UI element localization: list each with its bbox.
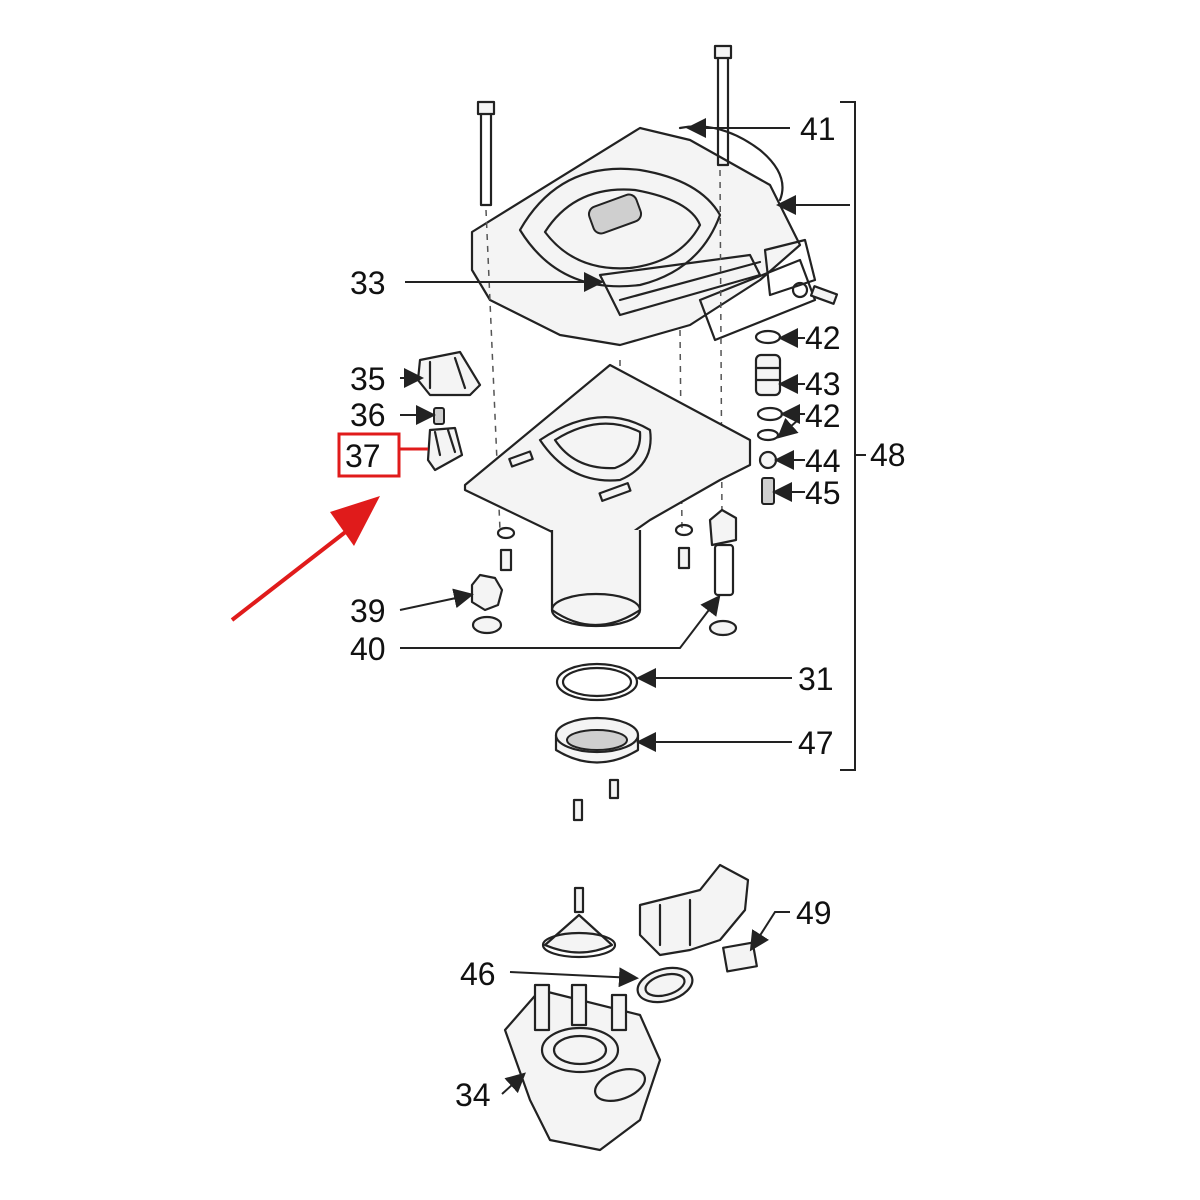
part-42-oring-bottom xyxy=(756,406,784,442)
part-47-filter xyxy=(554,716,640,764)
lower-bracket xyxy=(638,863,750,957)
long-bolt-left xyxy=(476,100,496,207)
red-arrow-head xyxy=(330,496,380,546)
part-43-valve xyxy=(754,353,782,397)
callout-47: 47 xyxy=(798,725,834,761)
callout-31: 31 xyxy=(798,661,834,697)
callout-35: 35 xyxy=(350,361,386,397)
highlight-box xyxy=(337,432,401,478)
callout-48: 48 xyxy=(870,437,906,473)
part-40-shaft xyxy=(708,508,738,637)
filter-screws xyxy=(572,778,620,822)
callout-46: 46 xyxy=(460,956,496,992)
callout-39: 39 xyxy=(350,593,386,629)
callout-34: 34 xyxy=(455,1077,491,1113)
callout-43: 43 xyxy=(805,366,841,402)
part-46-distributor xyxy=(541,913,617,959)
lower-screw xyxy=(573,886,585,914)
part-31-gasket xyxy=(555,662,639,702)
part-46-seal xyxy=(636,966,694,1004)
red-arrow xyxy=(230,528,350,622)
part-37-clip xyxy=(426,426,464,472)
callout-42-top: 42 xyxy=(805,320,841,356)
highlight-37 xyxy=(230,432,428,622)
callout-36: 36 xyxy=(350,397,386,433)
part-42-oring-top xyxy=(754,329,782,345)
leader-lines xyxy=(399,118,850,1095)
part-34-brew-unit xyxy=(503,983,662,1152)
callout-44: 44 xyxy=(805,443,841,479)
part-36-spring xyxy=(433,407,445,425)
part-45-spring xyxy=(761,477,775,505)
pump-cylinder xyxy=(550,530,642,628)
callout-49: 49 xyxy=(796,895,832,931)
callout-45: 45 xyxy=(805,475,841,511)
small-screw-right xyxy=(809,285,839,305)
part-35-bracket xyxy=(416,350,482,397)
part-44-ball xyxy=(758,450,778,470)
callout-41: 41 xyxy=(800,111,836,147)
part-33-top-housing xyxy=(470,125,817,347)
group-48-bracket xyxy=(840,101,866,771)
callout-37: 37 xyxy=(345,438,381,474)
base-plate xyxy=(463,363,752,557)
callout-42-bottom: 42 xyxy=(805,398,841,434)
callout-40: 40 xyxy=(350,631,386,667)
callout-33: 33 xyxy=(350,265,386,301)
plate-screws xyxy=(496,523,694,572)
part-49-clip xyxy=(722,941,758,973)
part-39-gear xyxy=(470,573,504,635)
long-bolt-right xyxy=(713,44,733,167)
